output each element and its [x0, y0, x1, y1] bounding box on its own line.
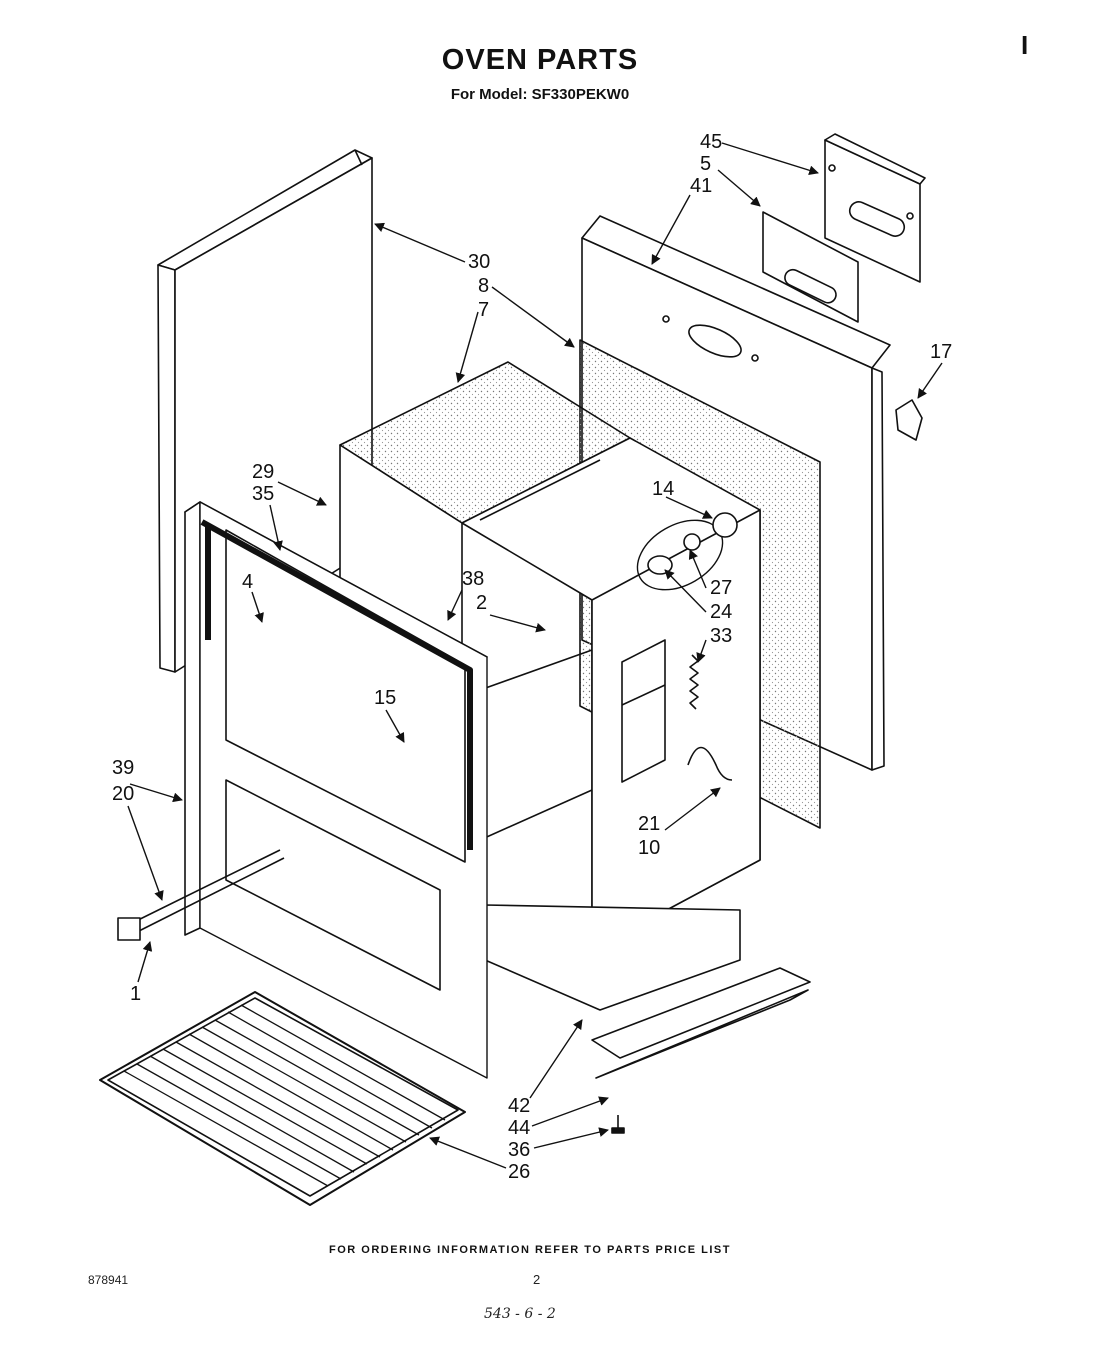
- callout-label: 39: [112, 757, 134, 779]
- bracket: [895, 399, 923, 441]
- rack-support: [117, 849, 285, 941]
- callout-label: 20: [112, 783, 134, 805]
- callout-label: 26: [508, 1161, 530, 1183]
- leader-lines: [127, 142, 943, 1169]
- oven-liner: [339, 361, 761, 1011]
- document-number: 878941: [88, 1273, 129, 1287]
- ordering-info-note: FOR ORDERING INFORMATION REFER TO PARTS …: [329, 1244, 731, 1256]
- callout-label: 8: [478, 275, 489, 297]
- side-mount-bracket: [621, 639, 666, 783]
- callout-label: 10: [638, 837, 660, 859]
- callout-label: 15: [374, 687, 396, 709]
- vent-plate-inner: [762, 211, 859, 323]
- callout-label: 7: [478, 299, 489, 321]
- screw: [611, 1115, 625, 1134]
- callout-label: 17: [930, 341, 952, 363]
- front-frame: [184, 501, 488, 1079]
- model-subtitle: For Model: SF330PEKW0: [450, 86, 630, 103]
- callout-label: 30: [468, 251, 490, 273]
- callout-label: 14: [652, 478, 674, 500]
- callout-label: 21: [638, 813, 660, 835]
- handwritten-note: 543 - 6 - 2: [484, 1306, 556, 1322]
- callout-label: 35: [252, 483, 274, 505]
- callout-label: 29: [252, 461, 274, 483]
- page-title: OVEN PARTS: [441, 44, 639, 76]
- callout-label: 27: [710, 577, 732, 599]
- oven-rack: [99, 991, 466, 1206]
- callout-label: 38: [462, 568, 484, 590]
- bottom-tray: [591, 967, 811, 1079]
- oven-light-assembly: [636, 512, 738, 591]
- callout-label: 2: [476, 592, 487, 614]
- callout-label: 36: [508, 1139, 530, 1161]
- callout-label: 44: [508, 1117, 530, 1139]
- wire-clip: [687, 746, 733, 781]
- callout-label: 41: [690, 175, 712, 197]
- callout-label: 5: [700, 153, 711, 175]
- page-number: 2: [533, 1272, 541, 1287]
- callout-label: 42: [508, 1095, 530, 1117]
- callout-label: 33: [710, 625, 732, 647]
- corner-mark: I: [1021, 30, 1029, 60]
- callout-label: 45: [700, 131, 722, 153]
- vent-plate-outer: [824, 133, 926, 283]
- spring: [689, 654, 699, 710]
- callout-label: 4: [242, 571, 253, 593]
- callout-label: 24: [710, 601, 732, 623]
- callout-label: 1: [130, 983, 141, 1005]
